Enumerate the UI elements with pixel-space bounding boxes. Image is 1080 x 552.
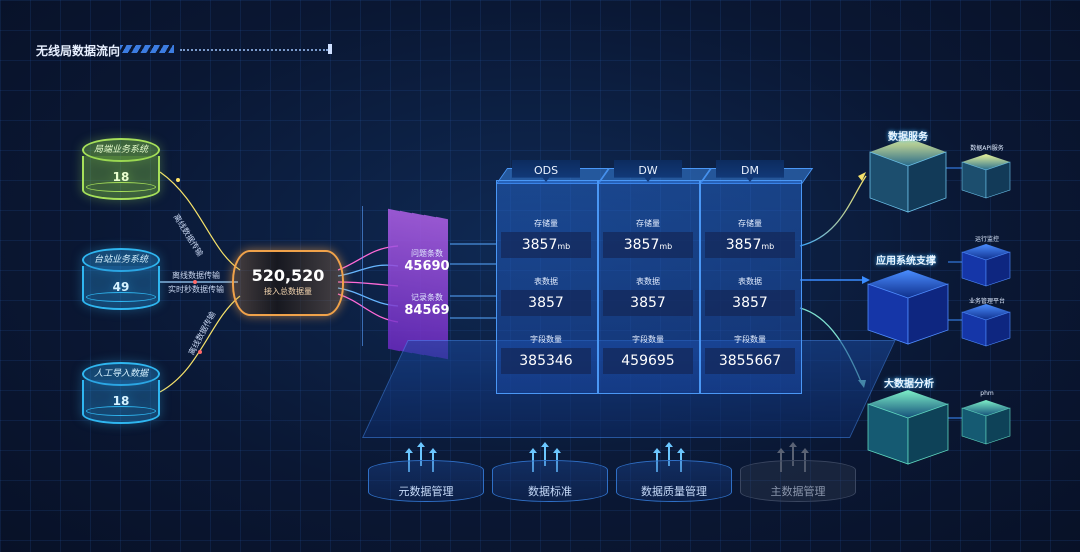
- tables-value: 3857: [603, 290, 693, 316]
- module-standards[interactable]: 数据标准: [492, 460, 608, 502]
- row-label: 表数据: [738, 277, 762, 286]
- output-label[interactable]: 应用系统支撑: [876, 256, 936, 267]
- module-label: 主数据管理: [770, 485, 826, 498]
- edge-label: 离线数据传输: [172, 271, 220, 280]
- title-divider-end: [328, 44, 332, 54]
- source-count: 49: [82, 266, 160, 310]
- module-label: 数据标准: [528, 485, 572, 498]
- storage-value: 3857mb: [603, 232, 693, 258]
- source-label: 局端业务系统: [82, 138, 160, 162]
- cube-business-platform: [961, 304, 1011, 347]
- storage-number: 3857: [623, 237, 660, 253]
- row-label: 字段数量: [632, 335, 664, 344]
- title-divider: [180, 49, 328, 51]
- up-arrow-icon: [417, 442, 425, 466]
- cube-monitoring: [961, 244, 1011, 287]
- storage-number: 3857: [725, 237, 762, 253]
- row-label: 表数据: [534, 277, 558, 286]
- platform-wall: [362, 206, 483, 346]
- cube-big-data: [867, 390, 949, 465]
- edge-label: 实时秒数据传输: [168, 285, 224, 294]
- storage-unit: mb: [557, 242, 571, 251]
- module-master-data[interactable]: 主数据管理: [740, 460, 856, 502]
- output-label[interactable]: 大数据分析: [884, 379, 934, 390]
- total-volume-node[interactable]: 520,520 接入总数据量: [232, 250, 344, 316]
- cube-phm: [961, 400, 1011, 445]
- flow-line: [159, 171, 241, 271]
- fields-value: 3855667: [705, 348, 795, 374]
- cube-api-service: [961, 154, 1011, 199]
- title-stripes: [120, 45, 174, 53]
- module-quality[interactable]: 数据质量管理: [616, 460, 732, 502]
- source-node[interactable]: 人工导入数据 18: [82, 362, 160, 424]
- row-label: 存储量: [636, 219, 660, 228]
- flow-line: [159, 295, 241, 393]
- source-node[interactable]: 局端业务系统 18: [82, 138, 160, 200]
- output-cubes: [867, 138, 1011, 465]
- total-value: 520,520: [251, 266, 325, 285]
- page-title: 无线局数据流向: [36, 44, 121, 58]
- output-sub-label[interactable]: 运行监控: [974, 236, 999, 243]
- metric-label: 问题条数: [411, 249, 443, 258]
- module-label: 数据质量管理: [641, 485, 707, 498]
- source-node[interactable]: 台站业务系统 49: [82, 248, 160, 310]
- layer-name: DW: [614, 160, 682, 182]
- metric-value: 45690: [404, 259, 450, 274]
- drum-ring: [86, 182, 156, 192]
- tables-value: 3857: [501, 290, 591, 316]
- drum-ring: [86, 292, 156, 302]
- module-metadata[interactable]: 元数据管理: [368, 460, 484, 502]
- output-sub-label[interactable]: 数据API服务: [970, 145, 1004, 152]
- output-sub-label[interactable]: phm: [980, 390, 994, 397]
- flow-line: [799, 175, 867, 247]
- metric-label: 记录条数: [411, 293, 443, 302]
- metric-records: 记录条数 84569: [398, 292, 456, 318]
- metric-value: 84569: [404, 303, 450, 318]
- metric-problems: 问题条数 45690: [398, 248, 456, 274]
- layer-name: DM: [716, 160, 784, 182]
- row-label: 存储量: [534, 219, 558, 228]
- output-sub-label[interactable]: 业务管理平台: [968, 298, 1005, 305]
- storage-number: 3857: [521, 237, 558, 253]
- storage-unit: mb: [659, 242, 673, 251]
- cube-data-service: [869, 138, 947, 213]
- storage-unit: mb: [761, 242, 775, 251]
- tables-value: 3857: [705, 290, 795, 316]
- row-label: 存储量: [738, 219, 762, 228]
- cube-app-support: [867, 270, 949, 345]
- fields-value: 459695: [603, 348, 693, 374]
- row-label: 表数据: [636, 277, 660, 286]
- up-arrow-icon: [665, 442, 673, 466]
- source-count: 18: [82, 156, 160, 200]
- row-label: 字段数量: [530, 335, 562, 344]
- up-arrow-icon: [541, 442, 549, 466]
- layer-name: ODS: [512, 160, 580, 182]
- source-count: 18: [82, 380, 160, 424]
- total-label: 接入总数据量: [264, 287, 312, 296]
- row-label: 字段数量: [734, 335, 766, 344]
- up-arrow-icon: [789, 442, 797, 466]
- module-label: 元数据管理: [398, 485, 454, 498]
- fields-value: 385346: [501, 348, 591, 374]
- drum-ring: [86, 406, 156, 416]
- storage-value: 3857mb: [501, 232, 591, 258]
- storage-value: 3857mb: [705, 232, 795, 258]
- output-label[interactable]: 数据服务: [888, 132, 928, 143]
